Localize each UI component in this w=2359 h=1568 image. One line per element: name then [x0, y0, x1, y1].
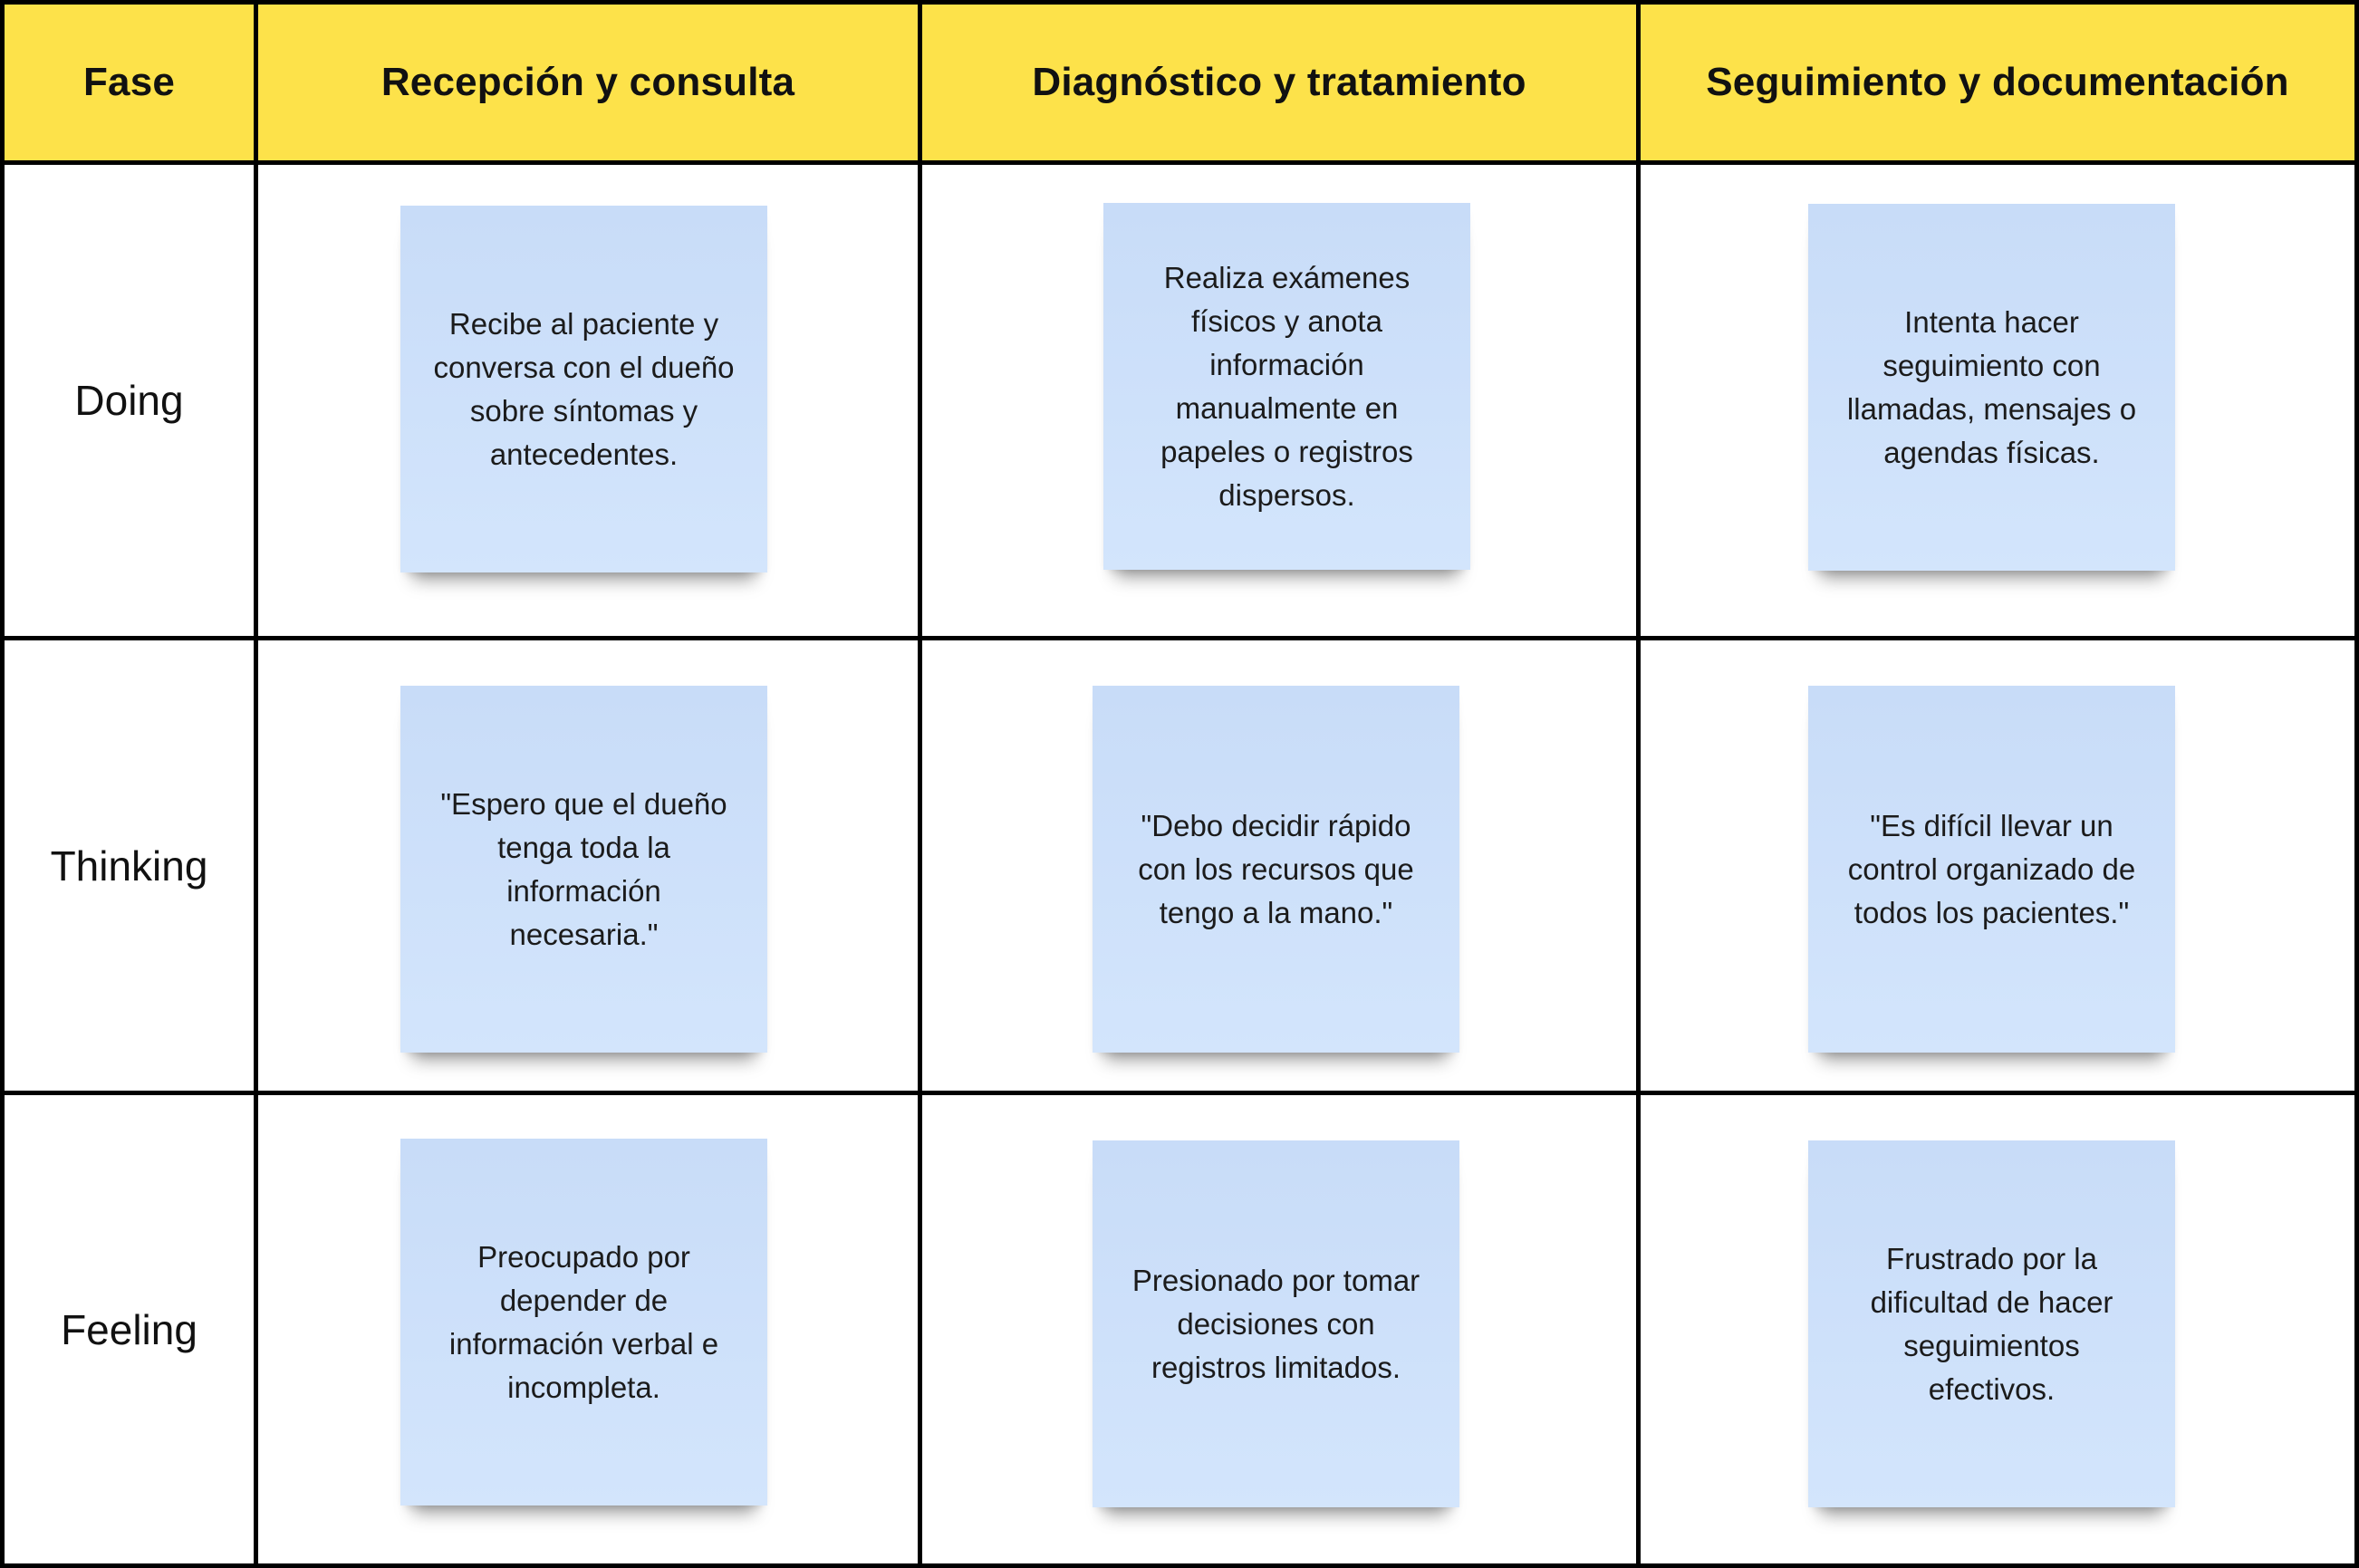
- cell-feeling-diagnosis: Presionado por tomar decisiones con regi…: [922, 1095, 1641, 1563]
- sticky-note-text: "Espero que el dueño tenga toda la infor…: [440, 786, 727, 951]
- column-title-followup: Seguimiento y documentación: [1706, 60, 2289, 104]
- row-label-cell-thinking: Thinking: [5, 640, 258, 1095]
- sticky-note-text: "Debo decidir rápido con los recursos qu…: [1138, 808, 1414, 929]
- sticky-note-thinking-diagnosis[interactable]: "Debo decidir rápido con los recursos qu…: [1093, 686, 1459, 1053]
- column-title-reception: Recepción y consulta: [380, 60, 795, 104]
- column-title-diagnosis: Diagnóstico y tratamiento: [1032, 60, 1526, 104]
- row-label-doing: Doing: [74, 377, 184, 424]
- sticky-note-doing-diagnosis[interactable]: Realiza exámenes físicos y anota informa…: [1103, 203, 1470, 570]
- sticky-note-text: Recibe al paciente y conversa con el due…: [433, 306, 735, 471]
- sticky-note-text: Realiza exámenes físicos y anota informa…: [1160, 260, 1413, 512]
- row-label-cell-doing: Doing: [5, 165, 258, 640]
- sticky-note-thinking-followup[interactable]: "Es difícil llevar un control organizado…: [1808, 686, 2175, 1053]
- header-column-followup: Seguimiento y documentación: [1641, 5, 2354, 165]
- sticky-note-doing-followup[interactable]: Intenta hacer seguimiento con llamadas, …: [1808, 204, 2175, 571]
- sticky-note-doing-reception[interactable]: Recibe al paciente y conversa con el due…: [400, 206, 767, 572]
- header-phase-cell: Fase: [5, 5, 258, 165]
- sticky-note-text: "Es difícil llevar un control organizado…: [1847, 808, 2136, 929]
- sticky-note-text: Presionado por tomar decisiones con regi…: [1131, 1263, 1420, 1384]
- sticky-note-text: Preocupado por depender de información v…: [448, 1239, 719, 1404]
- row-label-cell-feeling: Feeling: [5, 1095, 258, 1563]
- sticky-note-feeling-diagnosis[interactable]: Presionado por tomar decisiones con regi…: [1093, 1140, 1459, 1507]
- cell-doing-diagnosis: Realiza exámenes físicos y anota informa…: [922, 165, 1641, 640]
- sticky-note-feeling-reception[interactable]: Preocupado por depender de información v…: [400, 1139, 767, 1505]
- cell-thinking-reception: "Espero que el dueño tenga toda la infor…: [258, 640, 922, 1095]
- cell-feeling-followup: Frustrado por la dificultad de hacer seg…: [1641, 1095, 2354, 1563]
- cell-doing-followup: Intenta hacer seguimiento con llamadas, …: [1641, 165, 2354, 640]
- cell-feeling-reception: Preocupado por depender de información v…: [258, 1095, 922, 1563]
- sticky-note-thinking-reception[interactable]: "Espero que el dueño tenga toda la infor…: [400, 686, 767, 1053]
- cell-doing-reception: Recibe al paciente y conversa con el due…: [258, 165, 922, 640]
- header-column-reception: Recepción y consulta: [258, 5, 922, 165]
- sticky-note-text: Intenta hacer seguimiento con llamadas, …: [1846, 304, 2137, 469]
- header-column-diagnosis: Diagnóstico y tratamiento: [922, 5, 1641, 165]
- sticky-note-text: Frustrado por la dificultad de hacer seg…: [1870, 1241, 2113, 1406]
- row-label-thinking: Thinking: [50, 842, 208, 890]
- cell-thinking-diagnosis: "Debo decidir rápido con los recursos qu…: [922, 640, 1641, 1095]
- row-label-feeling: Feeling: [61, 1305, 197, 1353]
- sticky-note-feeling-followup[interactable]: Frustrado por la dificultad de hacer seg…: [1808, 1140, 2175, 1507]
- header-phase-label: Fase: [82, 60, 176, 104]
- cell-thinking-followup: "Es difícil llevar un control organizado…: [1641, 640, 2354, 1095]
